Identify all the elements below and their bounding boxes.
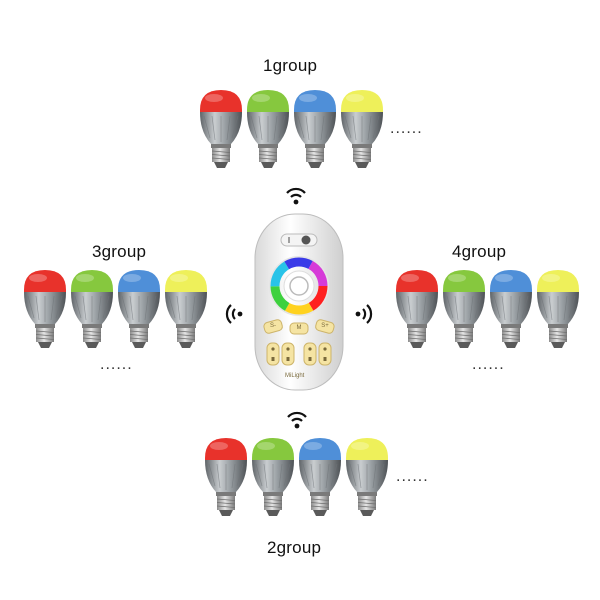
group-4-label: 4group bbox=[452, 242, 507, 261]
led-bulb-blue bbox=[297, 436, 343, 518]
led-bulb-yellow bbox=[339, 88, 385, 170]
group-1-more-dots: ...... bbox=[390, 120, 423, 137]
group-3-more-dots: ...... bbox=[100, 356, 133, 373]
remote-body bbox=[254, 213, 344, 391]
led-bulb-blue bbox=[292, 88, 338, 170]
wifi-signal-up-icon bbox=[286, 187, 306, 205]
led-bulb-green bbox=[245, 88, 291, 170]
led-bulb-green bbox=[250, 436, 296, 518]
led-bulb-red bbox=[22, 268, 68, 350]
led-bulb-blue bbox=[116, 268, 162, 350]
group-2-more-dots: ...... bbox=[396, 468, 429, 485]
wifi-signal-left-icon bbox=[225, 304, 243, 324]
led-bulb-red bbox=[198, 88, 244, 170]
button-mode[interactable] bbox=[289, 322, 309, 335]
wifi-signal-down-icon bbox=[287, 411, 307, 429]
button-speed-up-label: S+ bbox=[321, 323, 329, 329]
group-4-more-dots: ...... bbox=[472, 356, 505, 373]
button-speed-up[interactable] bbox=[315, 319, 335, 334]
group-1-label: 1group bbox=[263, 56, 318, 75]
button-speed-down-label: S- bbox=[270, 323, 276, 329]
button-speed-down[interactable] bbox=[263, 319, 283, 334]
led-bulb-yellow bbox=[344, 436, 390, 518]
zone-buttons[interactable] bbox=[266, 342, 332, 366]
led-bulb-green bbox=[441, 268, 487, 350]
group-2-label: 2group bbox=[267, 538, 322, 557]
power-toggle-icon[interactable] bbox=[280, 233, 318, 247]
led-bulb-green bbox=[69, 268, 115, 350]
color-wheel-icon[interactable] bbox=[269, 256, 329, 316]
rgb-remote-control: S- M S+ MiLight bbox=[249, 212, 349, 392]
button-mode-label: M bbox=[296, 325, 302, 331]
group-3-label: 3group bbox=[92, 242, 147, 261]
led-bulb-red bbox=[203, 436, 249, 518]
led-bulb-blue bbox=[488, 268, 534, 350]
led-bulb-red bbox=[394, 268, 440, 350]
led-bulb-yellow bbox=[163, 268, 209, 350]
remote-brand-logo: MiLight bbox=[285, 373, 305, 379]
wifi-signal-right-icon bbox=[355, 304, 373, 324]
led-bulb-yellow bbox=[535, 268, 581, 350]
